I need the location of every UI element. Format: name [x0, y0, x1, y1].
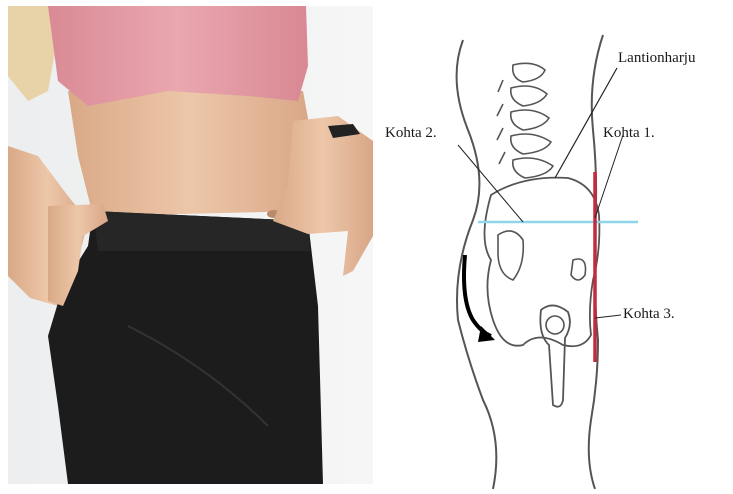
leader-point1	[595, 135, 623, 218]
label-point3: Kohta 3.	[623, 306, 675, 322]
posture-photo-illustration	[8, 6, 373, 484]
label-iliac-crest: Lantionharju	[618, 50, 696, 66]
pelvis-bone	[485, 178, 600, 347]
label-point2: Kohta 2.	[385, 125, 437, 141]
sacrum	[498, 231, 523, 280]
pelvis-diagram: Lantionharju Kohta 1. Kohta 2. Kohta 3.	[373, 0, 733, 489]
pelvis-diagram-svg: Lantionharju Kohta 1. Kohta 2. Kohta 3.	[373, 0, 733, 489]
femur	[540, 305, 570, 406]
pink-shirt	[48, 6, 308, 106]
spine	[497, 63, 553, 178]
leader-point3	[595, 315, 621, 318]
torso	[68, 91, 313, 216]
black-leggings	[48, 211, 323, 484]
pubic-area	[571, 259, 586, 280]
posture-photo	[8, 6, 373, 484]
femoral-head	[546, 316, 564, 334]
label-point1: Kohta 1.	[603, 125, 655, 141]
leader-iliac-crest	[555, 68, 617, 178]
